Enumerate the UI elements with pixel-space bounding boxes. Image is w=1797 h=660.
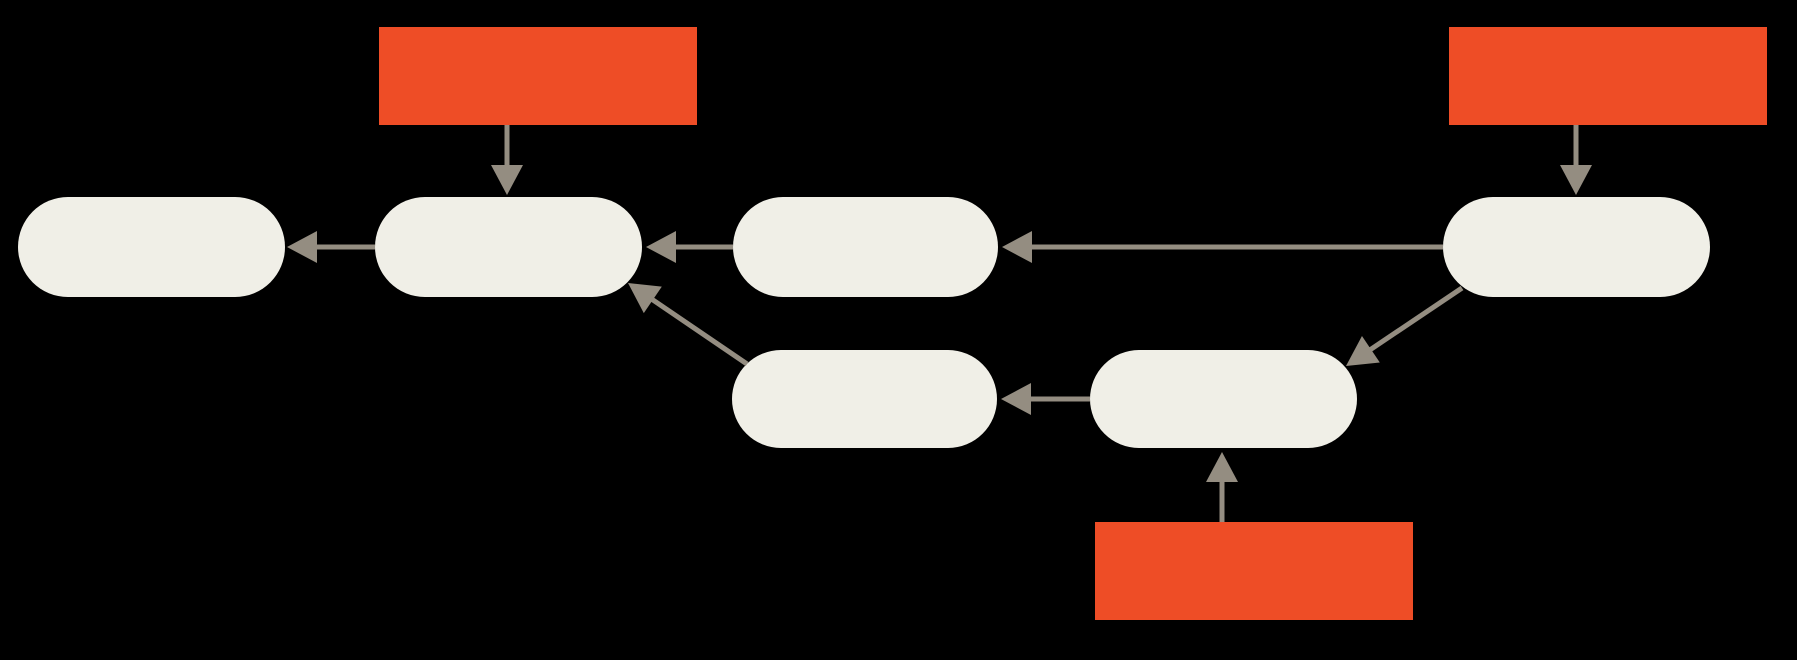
edge-C2-C1 [287,231,375,263]
branch-labels-layer [379,27,1767,620]
branch-label-shape [1095,522,1413,620]
branch-label-shape [379,27,697,125]
commit-node-shape [375,197,642,297]
commit-node-shape [18,197,285,297]
commit-node-C3 [732,350,997,448]
branch-label-master [379,27,697,125]
commit-node-shape [1090,350,1357,448]
edge-C4-C3 [1001,383,1090,415]
commit-node-shape [1443,197,1710,297]
commit-node-shape [733,197,998,297]
edges-layer [287,125,1592,522]
edge-C5-C2 [646,231,733,263]
branch-label-develop [1449,27,1767,125]
edge-master-C2 [491,125,523,195]
arrowhead [1560,165,1592,195]
arrowhead [491,165,523,195]
edge-C6-C5 [1002,231,1443,263]
edge-C3-C2 [628,283,749,367]
branch-label-shape [1449,27,1767,125]
arrowhead [1002,231,1032,263]
commit-node-C5 [733,197,998,297]
edge-develop-C6 [1560,125,1592,195]
arrowhead [1001,383,1031,415]
commit-node-C1 [18,197,285,297]
edge-C6-C4 [1346,285,1464,366]
edge-line [643,292,749,367]
commit-node-C2 [375,197,642,297]
arrowhead [1346,335,1380,366]
commit-node-C6 [1443,197,1710,297]
edge-line [1362,285,1464,357]
edge-ruby_client-C4 [1206,452,1238,522]
arrowhead [1206,452,1238,482]
arrowhead [287,231,317,263]
commit-node-C4 [1090,350,1357,448]
commit-node-shape [732,350,997,448]
arrowhead [646,231,676,263]
arrowhead [628,283,662,314]
branch-label-ruby_client [1095,522,1413,620]
commit-nodes-layer [18,197,1710,448]
